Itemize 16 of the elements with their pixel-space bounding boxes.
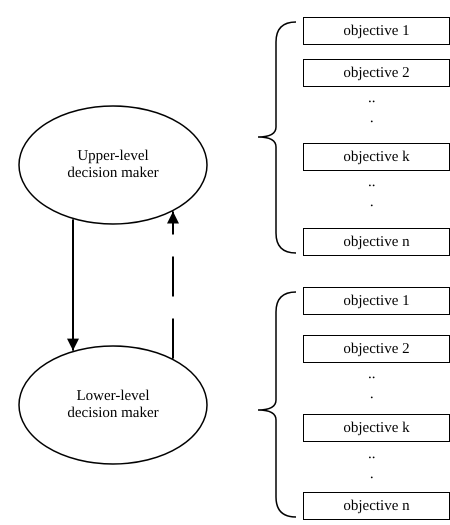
objective-box: objective n [303,228,450,256]
objective-box: objective k [303,143,450,171]
objective-box: objective 2 [303,335,450,363]
arrow [67,219,79,351]
objective-box: objective 1 [303,287,450,315]
ellipsis-dots: ... [368,445,376,484]
decision-maker-label: Upper-level decision maker [66,148,160,182]
objective-box: objective 1 [303,17,450,45]
decision-maker-label: Lower-level decision maker [66,388,160,422]
objective-box: objective 2 [303,59,450,87]
objective-box: objective k [303,414,450,442]
ellipsis-dots: ... [368,89,376,128]
objective-box: objective n [303,492,450,520]
ellipsis-dots: ... [368,173,376,212]
ellipsis-dots: ... [368,365,376,404]
arrow [167,212,179,358]
